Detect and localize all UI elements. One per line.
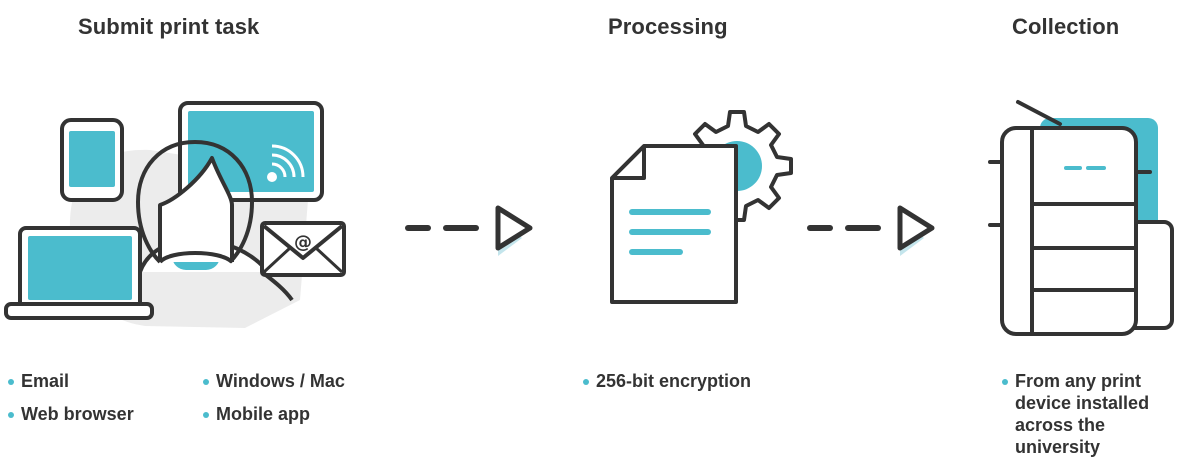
submit-illustration: @ [4, 101, 346, 328]
list-item: Email [8, 370, 134, 392]
submit-methods-list-left: Email Web browser [8, 370, 134, 436]
smartphone-icon [60, 118, 124, 202]
list-item: 256-bit encryption [583, 370, 751, 392]
processing-features-list: 256-bit encryption [583, 370, 751, 403]
list-item: From any print device installed across t… [1002, 370, 1172, 458]
list-item: Windows / Mac [203, 370, 345, 392]
submit-methods-list-right: Windows / Mac Mobile app [203, 370, 345, 436]
list-item: Mobile app [203, 403, 345, 425]
email-envelope-icon: @ [260, 221, 346, 277]
svg-text:@: @ [294, 232, 312, 253]
printer-icon [988, 100, 1174, 336]
laptop-icon [4, 226, 154, 320]
collection-info-list: From any print device installed across t… [1002, 370, 1172, 458]
arrow-right-icon [807, 205, 935, 256]
processing-illustration [610, 110, 793, 304]
stage-title-collection: Collection [1012, 14, 1120, 39]
stage-title-processing: Processing [608, 14, 728, 39]
stage-title-submit: Submit print task [78, 14, 260, 39]
user-avatar-icon [135, 140, 270, 274]
list-item: Web browser [8, 403, 134, 425]
document-icon [610, 144, 738, 304]
arrow-right-icon [405, 205, 533, 256]
